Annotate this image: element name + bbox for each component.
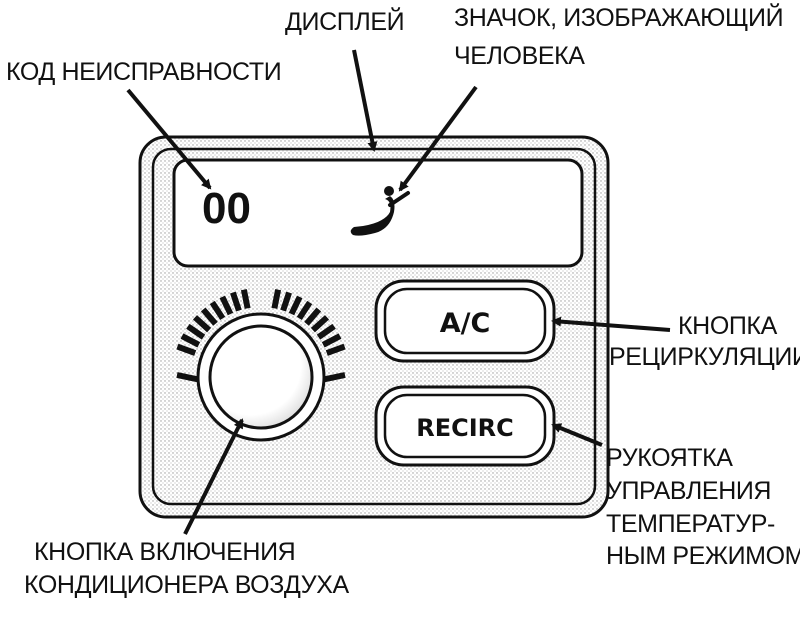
- scale-tick: [325, 343, 346, 356]
- scale-tick: [230, 291, 242, 312]
- temp-knob-label-line3: ТЕМПЕРАТУР-: [606, 510, 775, 538]
- temp-knob-label-line1: РУКОЯТКА: [606, 444, 733, 472]
- person-icon-label-line2: ЧЕЛОВЕКА: [454, 42, 585, 70]
- fault-code-label: КОД НЕИСПРАВНОСТИ: [6, 58, 281, 86]
- scale-tick: [271, 289, 282, 309]
- temperature-scale: [176, 289, 346, 383]
- display-arrow: [352, 49, 378, 152]
- display-label: ДИСПЛЕЙ: [285, 6, 404, 36]
- person-icon-arrow: [398, 85, 478, 192]
- callout-labels: ДИСПЛЕЙ ЗНАЧОК, ИЗОБРАЖАЮЩИЙ ЧЕЛОВЕКА КО…: [6, 2, 800, 599]
- scale-tick: [321, 333, 342, 348]
- ac-label-line2: КОНДИЦИОНЕРА ВОЗДУХА: [24, 571, 350, 599]
- recirc-label-arrow: [551, 316, 671, 332]
- scale-tick: [219, 295, 234, 316]
- scale-tick: [280, 291, 292, 312]
- temperature-knob[interactable]: [196, 312, 326, 442]
- scale-tick: [180, 333, 201, 348]
- recirc-label-line1: КНОПКА: [678, 312, 778, 340]
- temp-knob-label-arrow: [551, 423, 603, 447]
- scale-tick: [200, 307, 218, 326]
- seated-person-icon: [350, 186, 410, 236]
- recirc-button-label: RECIRC: [416, 414, 514, 442]
- display-window: [172, 158, 584, 268]
- scale-tick: [186, 323, 206, 340]
- recirc-button[interactable]: RECIRC: [374, 385, 556, 467]
- person-icon-label-line1: ЗНАЧОК, ИЗОБРАЖАЮЩИЙ: [454, 2, 783, 32]
- scale-tick: [192, 315, 212, 333]
- ac-button[interactable]: A/C: [374, 279, 556, 363]
- ac-button-label: A/C: [440, 308, 491, 339]
- temp-knob-label-line2: УПРАВЛЕНИЯ: [606, 477, 771, 505]
- control-panel: 00 A/C RECIRC: [138, 135, 610, 519]
- ac-label-arrow: [183, 418, 244, 535]
- scale-tick: [304, 307, 322, 326]
- scale-tick: [209, 300, 226, 321]
- callout-arrows: [126, 49, 671, 535]
- temp-knob-label-line4: НЫМ РЕЖИМОМ: [606, 542, 800, 570]
- scale-tick: [240, 289, 251, 309]
- scale-tick: [316, 323, 336, 340]
- fault-code-arrow: [126, 88, 212, 190]
- recirc-label-line2: РЕЦИРКУЛЯЦИИ: [609, 343, 800, 371]
- ac-label-line1: КНОПКА ВКЛЮЧЕНИЯ: [34, 538, 295, 566]
- scale-tick: [288, 295, 303, 316]
- fault-code-readout: 00: [202, 184, 251, 233]
- scale-tick: [310, 315, 330, 333]
- scale-tick: [296, 300, 313, 321]
- scale-tick: [176, 343, 197, 356]
